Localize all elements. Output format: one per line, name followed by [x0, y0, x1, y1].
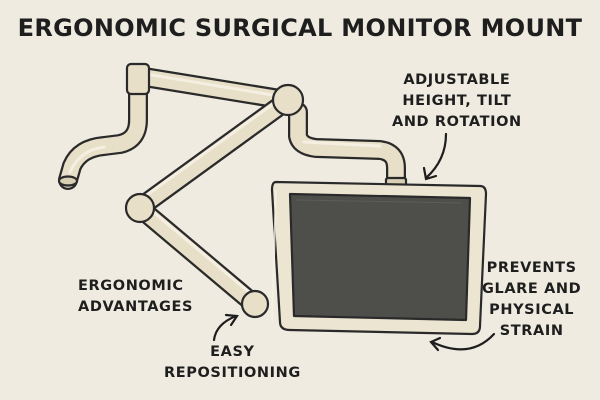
ergonomic-label: ERGONOMIC ADVANTAGES — [78, 276, 193, 318]
ergonomic-line-1: ERGONOMIC — [78, 278, 184, 294]
easy-arrowhead — [224, 313, 239, 327]
easy-line-2: REPOSITIONING — [164, 365, 301, 381]
elbow-joint — [124, 192, 156, 224]
adjustable-arrowhead — [422, 166, 438, 181]
ceiling-hub — [125, 62, 151, 96]
easy-arrow — [212, 314, 238, 342]
prevents-arrow — [430, 332, 496, 351]
easy-label: EASY REPOSITIONING — [164, 342, 301, 384]
adjustable-line-1: ADJUSTABLE — [403, 72, 511, 88]
pipe-end-cap — [57, 175, 79, 187]
surgical-monitor — [270, 180, 488, 336]
adjustable-label: ADJUSTABLE HEIGHT, TILT AND ROTATION — [392, 70, 522, 133]
ergonomic-line-2: ADVANTAGES — [78, 299, 194, 315]
monitor-drop-arm — [288, 102, 408, 192]
prevents-line-2: GLARE AND — [482, 281, 582, 297]
prevents-line-3: PHYSICAL — [489, 302, 575, 318]
adjustable-arrow — [424, 132, 448, 180]
prevents-label: PREVENTS GLARE AND PHYSICAL STRAIN — [482, 258, 581, 342]
diagonal-arm — [132, 90, 298, 216]
lower-arm — [130, 198, 264, 314]
ceiling-pipe — [57, 66, 148, 190]
adjustable-line-3: AND ROTATION — [392, 114, 522, 130]
prevents-line-4: STRAIN — [499, 323, 564, 339]
upper-horizontal-arm — [125, 62, 296, 110]
diagram-title: ERGONOMIC SURGICAL MONITOR MOUNT — [17, 14, 583, 42]
prevents-arrowhead — [429, 336, 442, 352]
upper-joint — [271, 83, 305, 117]
adjustable-line-2: HEIGHT, TILT — [402, 93, 512, 109]
prevents-line-1: PREVENTS — [486, 260, 577, 276]
lower-joint — [240, 289, 270, 319]
easy-line-1: EASY — [210, 344, 255, 360]
